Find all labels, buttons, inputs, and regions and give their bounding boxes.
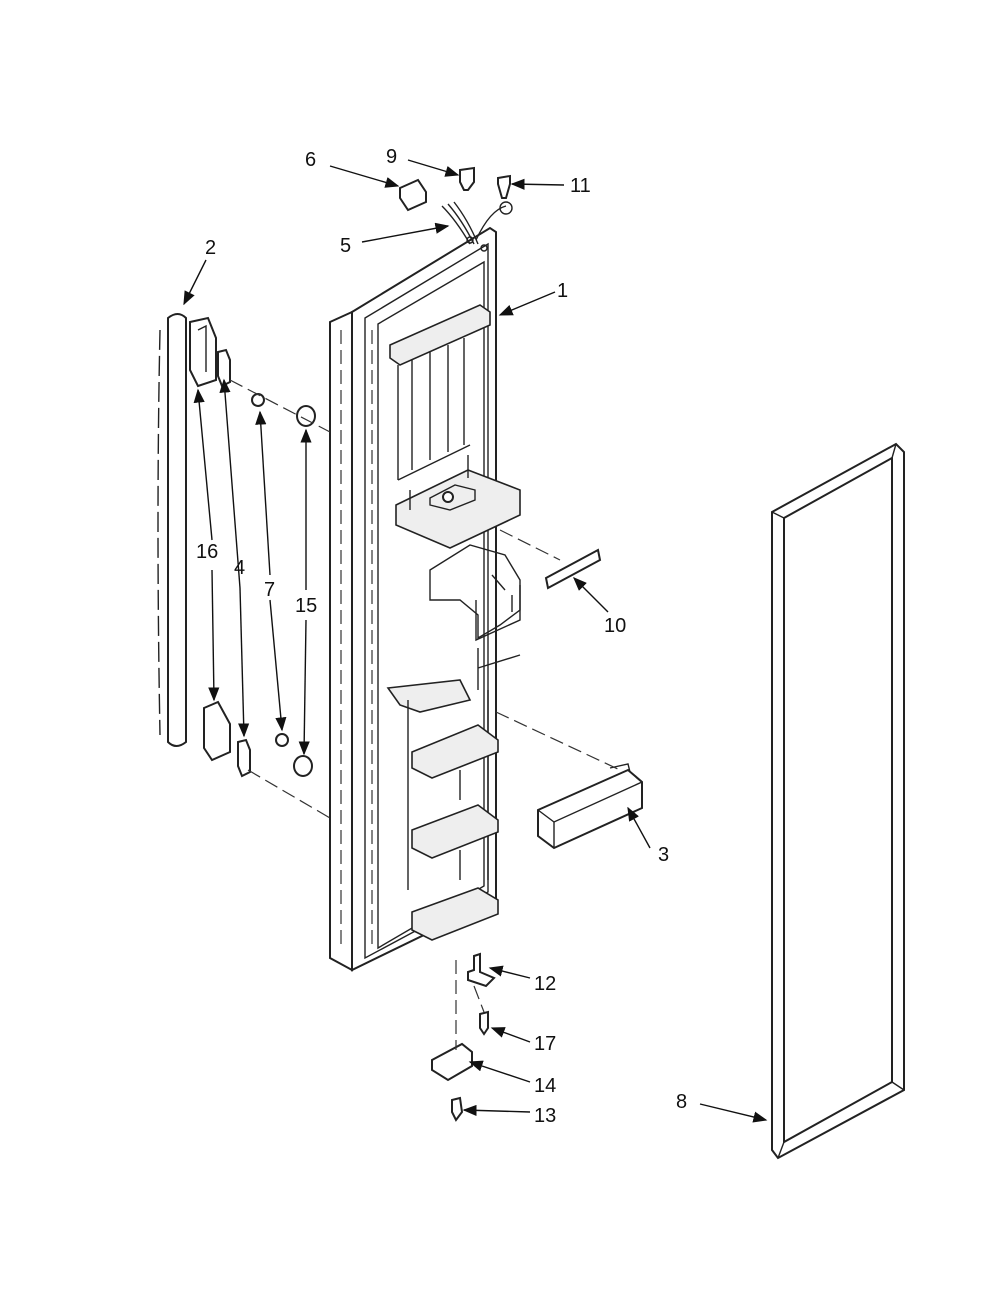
- callout-1: 1: [557, 280, 568, 302]
- callout-5: 5: [340, 235, 351, 257]
- callout-16: 16: [196, 541, 218, 563]
- cap-plug: [459, 166, 475, 191]
- callout-12: 12: [534, 973, 556, 995]
- callout-labels: 1 2 3 4 5 6 7 8 9 10 11 12 13 14 15 16 1…: [196, 146, 687, 1127]
- callout-8: 8: [676, 1091, 687, 1113]
- door-edge-rivets: [340, 330, 373, 950]
- callout-9: 9: [386, 146, 397, 168]
- wire-harness: [441, 201, 513, 245]
- hole-plug-bottom: [293, 755, 313, 777]
- callout-17: 17: [534, 1033, 556, 1055]
- hinge-pin: [467, 952, 496, 988]
- door-shelves: [386, 679, 499, 941]
- callout-6: 6: [305, 149, 316, 171]
- screw-bottom: [275, 733, 289, 747]
- handle-end-cap-top: [189, 316, 217, 388]
- screw-top: [251, 393, 265, 407]
- callout-13: 13: [534, 1105, 556, 1127]
- callout-7: 7: [264, 579, 275, 601]
- hole-plug-top: [296, 405, 316, 427]
- wire-connector: [399, 178, 427, 212]
- trim-strip: [544, 548, 602, 590]
- callout-10: 10: [604, 615, 626, 637]
- callout-11: 11: [570, 175, 591, 197]
- freezer-door-assembly: [329, 226, 521, 972]
- ground-screw: [497, 174, 511, 199]
- lower-hinge-bracket: [431, 1042, 473, 1082]
- hinge-bolt: [451, 1096, 464, 1122]
- handle-end-cap-bottom: [203, 700, 231, 762]
- callout-3: 3: [658, 844, 669, 866]
- door-bin: [537, 763, 643, 850]
- leader-lines: [183, 159, 768, 1123]
- callout-4: 4: [234, 557, 245, 579]
- callout-14: 14: [534, 1075, 556, 1097]
- hinge-screw: [479, 1010, 489, 1036]
- handle-clip-bottom: [237, 738, 251, 778]
- door-handle: [157, 313, 187, 747]
- door-gasket: [771, 442, 905, 1160]
- callout-15: 15: [295, 595, 317, 617]
- callout-2: 2: [205, 237, 216, 259]
